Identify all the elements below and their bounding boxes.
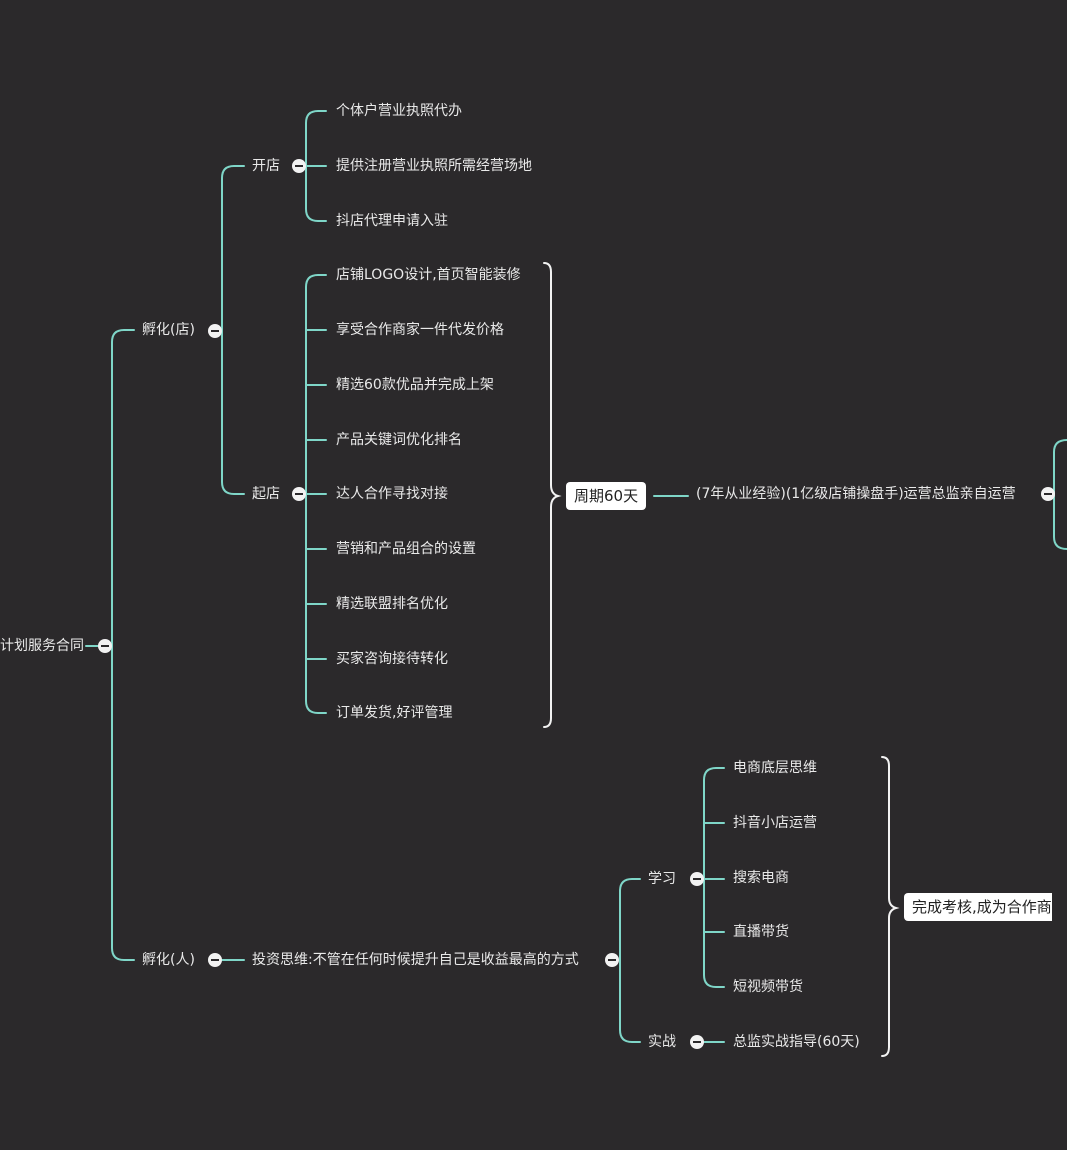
result-summary-box[interactable]: 完成考核,成为合作商 (904, 893, 1052, 921)
collapse-toggle-practice[interactable] (690, 1035, 704, 1049)
root-label: 计划服务合同 (0, 638, 84, 654)
start-item: 店铺LOGO设计,首页智能装修 (336, 267, 521, 283)
start-item: 订单发货,好评管理 (336, 705, 453, 721)
start-item: 享受合作商家一件代发价格 (336, 322, 504, 338)
study-item: 电商底层思维 (733, 760, 817, 776)
practice-item: 总监实战指导(60天) (733, 1034, 860, 1050)
open-store-label: 开店 (252, 158, 280, 174)
mindset-label: 投资思维:不管在任何时候提升自己是收益最高的方式 (252, 952, 579, 968)
director-label: (7年从业经验)(1亿级店铺操盘手)运营总监亲自运营 (696, 486, 1016, 502)
start-item: 产品关键词优化排名 (336, 432, 462, 448)
start-item: 买家咨询接待转化 (336, 651, 448, 667)
collapse-toggle-incubate-person[interactable] (208, 953, 222, 967)
open-item: 抖店代理申请入驻 (336, 213, 448, 229)
collapse-toggle-start-store[interactable] (292, 487, 306, 501)
open-item: 个体户营业执照代办 (336, 103, 462, 119)
start-store-label: 起店 (252, 486, 280, 502)
collapse-toggle-director[interactable] (1041, 487, 1055, 501)
incubate-person-label: 孵化(人) (142, 952, 195, 968)
study-label: 学习 (648, 871, 676, 887)
study-item: 直播带货 (733, 924, 789, 940)
collapse-toggle-mindset[interactable] (605, 953, 619, 967)
incubate-store-label: 孵化(店) (142, 322, 195, 338)
study-item: 抖音小店运营 (733, 815, 817, 831)
practice-label: 实战 (648, 1034, 676, 1050)
cycle-summary-box[interactable]: 周期60天 (566, 482, 647, 510)
start-item: 营销和产品组合的设置 (336, 541, 476, 557)
collapse-toggle-study[interactable] (690, 872, 704, 886)
start-item: 达人合作寻找对接 (336, 486, 448, 502)
collapse-toggle-root[interactable] (98, 639, 112, 653)
study-item: 搜索电商 (733, 870, 789, 886)
start-item: 精选联盟排名优化 (336, 596, 448, 612)
start-item: 精选60款优品并完成上架 (336, 377, 494, 393)
collapse-toggle-open-store[interactable] (292, 159, 306, 173)
collapse-toggle-incubate-store[interactable] (208, 324, 222, 338)
study-item: 短视频带货 (733, 979, 803, 995)
open-item: 提供注册营业执照所需经营场地 (336, 158, 532, 174)
